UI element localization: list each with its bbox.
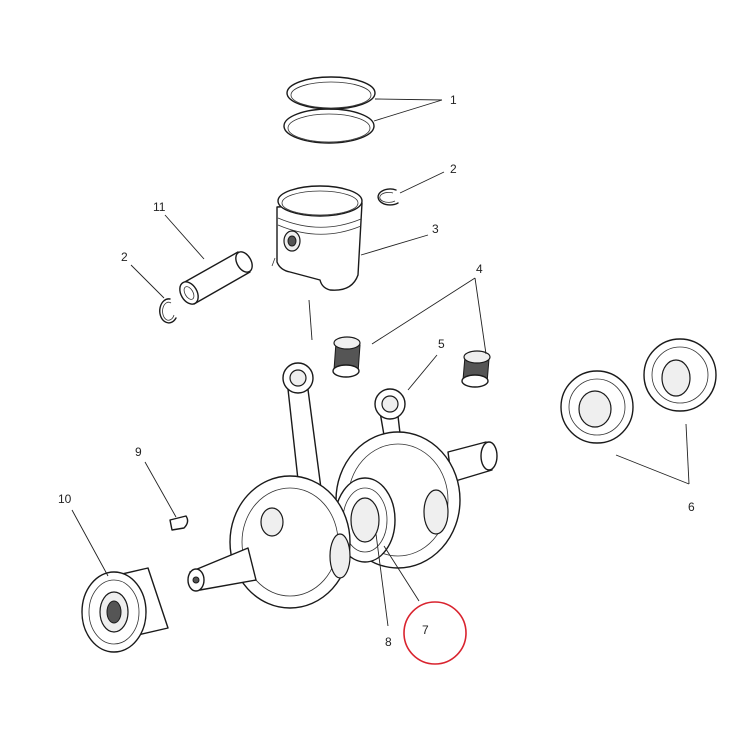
connecting-rod-front[interactable] bbox=[282, 362, 323, 499]
ball-bearing-right[interactable] bbox=[560, 370, 634, 444]
callout-6: 6 bbox=[688, 500, 695, 514]
crankshaft[interactable] bbox=[187, 431, 498, 609]
leader-lines bbox=[71, 98, 690, 627]
callout-10: 10 bbox=[58, 492, 72, 506]
callout-7: 7 bbox=[422, 623, 429, 637]
callout-11: 11 bbox=[153, 200, 166, 214]
ball-bearing-left[interactable] bbox=[81, 567, 169, 653]
needle-bearing-lower[interactable] bbox=[461, 350, 491, 388]
circlip-left[interactable] bbox=[159, 298, 177, 324]
highlight-circle bbox=[403, 601, 467, 665]
callout-9: 9 bbox=[135, 445, 142, 459]
callout-5: 5 bbox=[438, 337, 445, 351]
callout-labels: 1 2 3 4 2 11 5 9 10 6 8 7 bbox=[58, 93, 695, 649]
callout-2-right: 2 bbox=[450, 162, 457, 176]
wrist-pin[interactable] bbox=[176, 249, 255, 307]
callout-4: 4 bbox=[476, 262, 483, 276]
needle-bearing-upper[interactable] bbox=[332, 336, 361, 378]
callout-1: 1 bbox=[450, 93, 457, 107]
oil-seal-right[interactable] bbox=[643, 338, 717, 412]
piston[interactable] bbox=[271, 185, 363, 291]
woodruff-key[interactable] bbox=[169, 515, 189, 531]
callout-3: 3 bbox=[432, 222, 439, 236]
callout-8: 8 bbox=[385, 635, 392, 649]
circlip-right[interactable] bbox=[377, 188, 399, 206]
callout-2-left: 2 bbox=[121, 250, 128, 264]
piston-rings[interactable] bbox=[283, 76, 376, 144]
